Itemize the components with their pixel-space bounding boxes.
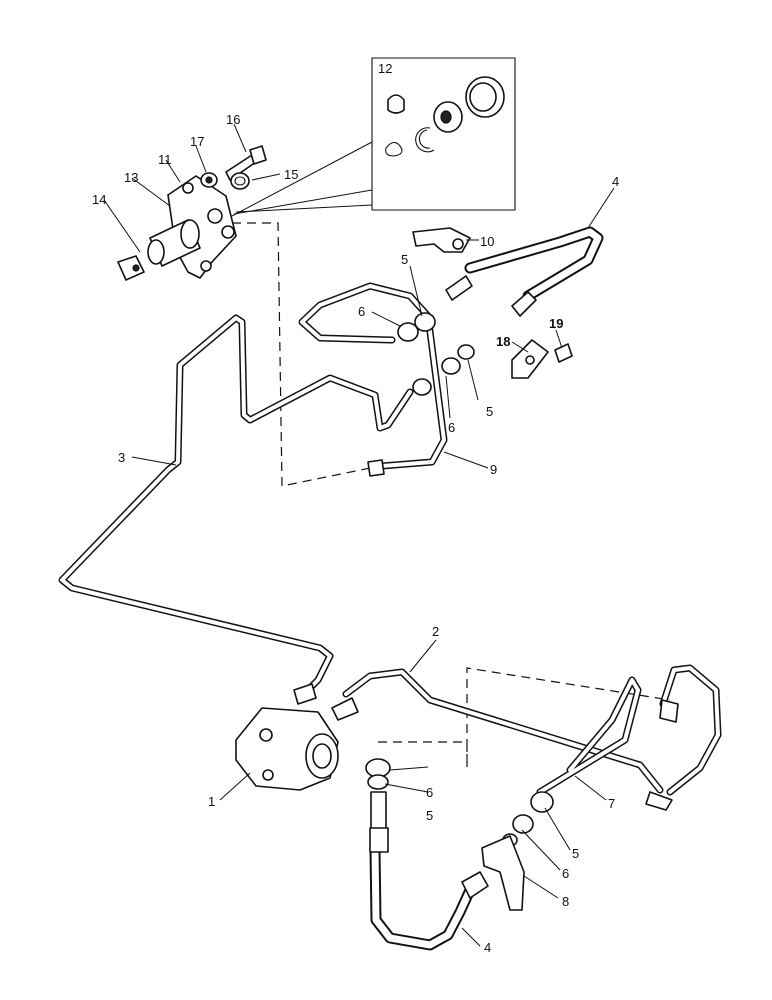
label-14: 14 — [92, 192, 106, 207]
label-11: 11 — [158, 152, 172, 167]
label-16: 16 — [226, 112, 240, 127]
label-6-d: 6 — [562, 866, 569, 881]
label-5-a: 5 — [401, 252, 408, 267]
inset-seal-kit — [371, 57, 516, 211]
label-10: 10 — [480, 234, 494, 249]
label-7: 7 — [608, 796, 615, 811]
valve-block — [235, 707, 339, 791]
label-18: 18 — [496, 334, 510, 349]
label-13: 13 — [124, 170, 138, 185]
label-19: 19 — [549, 316, 563, 331]
label-3: 3 — [118, 450, 125, 465]
label-1: 1 — [208, 794, 215, 809]
label-5-c: 5 — [426, 808, 433, 823]
label-6-b: 6 — [448, 420, 455, 435]
label-5-d: 5 — [572, 846, 579, 861]
label-17: 17 — [190, 134, 204, 149]
master-cylinder — [117, 175, 237, 281]
label-6-a: 6 — [358, 304, 365, 319]
label-9: 9 — [490, 462, 497, 477]
label-8: 8 — [562, 894, 569, 909]
label-5-b: 5 — [486, 404, 493, 419]
label-6-c: 6 — [426, 785, 433, 800]
label-2: 2 — [432, 624, 439, 639]
label-4-lower: 4 — [484, 940, 491, 955]
label-4-upper: 4 — [612, 174, 619, 189]
label-15: 15 — [284, 167, 298, 182]
label-12: 12 — [378, 61, 392, 76]
